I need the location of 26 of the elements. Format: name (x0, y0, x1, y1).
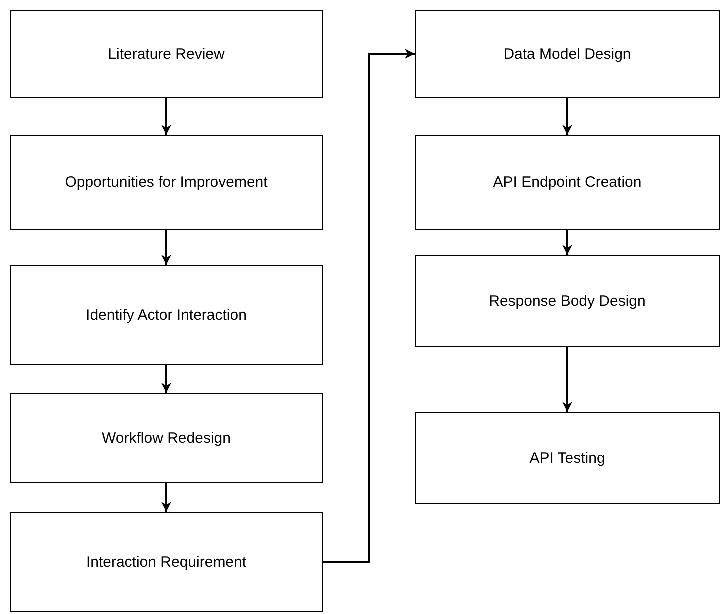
process-box (10, 512, 323, 612)
arrow (323, 49, 415, 563)
arrow (162, 98, 172, 135)
box-label: Workflow Redesign (101, 430, 232, 446)
arrow (562, 98, 572, 135)
process-box (10, 393, 323, 483)
box-label: Literature Review (107, 46, 226, 62)
process-box (10, 10, 323, 98)
box-label: Data Model Design (502, 46, 632, 62)
process-box (415, 135, 720, 230)
arrow (562, 230, 572, 255)
box-label: Interaction Requirement (85, 554, 248, 570)
box-label: API Endpoint Creation (492, 174, 643, 191)
process-box (415, 412, 720, 504)
process-box (415, 255, 720, 347)
arrow (162, 483, 172, 512)
process-box (415, 10, 720, 98)
arrow (562, 347, 572, 412)
arrow (162, 365, 172, 393)
process-box (10, 265, 323, 365)
process-box (10, 135, 323, 230)
box-label: Response Body Design (488, 292, 647, 310)
box-label: Identify Actor Interaction (85, 306, 248, 324)
arrow (162, 230, 172, 265)
box-label: API Testing (528, 450, 606, 466)
box-label: Opportunities for Improvement (64, 174, 269, 191)
